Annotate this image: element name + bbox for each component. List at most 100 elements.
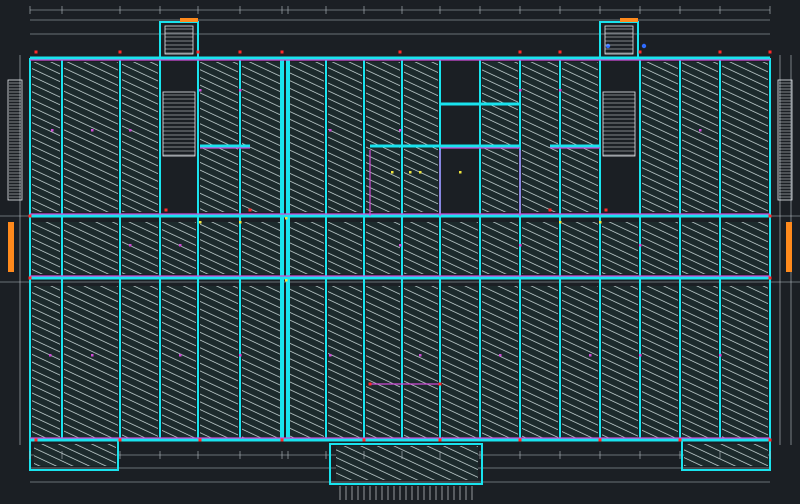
- room-tag: [519, 89, 522, 92]
- hatch-room: [684, 444, 768, 466]
- red-tick: [34, 438, 38, 442]
- red-tick: [238, 50, 242, 54]
- red-tick: [362, 438, 366, 442]
- annotation-marks: [8, 6, 792, 459]
- hatch-room: [242, 222, 280, 274]
- hatch-room: [482, 286, 518, 438]
- room-tag: [639, 354, 642, 357]
- room-tag: [239, 89, 242, 92]
- yellow-tick: [285, 279, 288, 282]
- slab-hatch-areas: [32, 62, 768, 480]
- hatch-room: [442, 286, 478, 438]
- red-tick: [598, 438, 602, 442]
- yellow-tick: [239, 221, 242, 224]
- red-tick: [28, 214, 32, 218]
- red-tick: [198, 438, 202, 442]
- hatch-room: [642, 222, 678, 274]
- red-tick: [118, 50, 122, 54]
- hatch-room: [242, 62, 280, 212]
- room-tag: [329, 129, 332, 132]
- hatch-room: [64, 222, 118, 274]
- red-tick: [196, 50, 200, 54]
- room-tag: [49, 354, 52, 357]
- hatch-room: [682, 222, 718, 274]
- red-tick: [34, 50, 38, 54]
- hatch-room: [200, 222, 238, 274]
- hatch-room: [722, 62, 768, 212]
- hatch-room: [290, 62, 324, 212]
- hatch-room: [122, 286, 158, 438]
- red-tick: [28, 276, 32, 280]
- red-tick: [768, 276, 772, 280]
- hatch-room: [34, 444, 116, 466]
- hatch-room: [122, 222, 158, 274]
- room-tag: [499, 354, 502, 357]
- room-tag: [419, 354, 422, 357]
- yellow-tick: [199, 221, 202, 224]
- red-tick: [604, 208, 608, 212]
- hatch-room: [290, 222, 324, 274]
- hatch-room: [562, 286, 598, 438]
- hatch-room: [200, 62, 238, 212]
- hatch-room: [682, 62, 718, 212]
- yellow-tick: [599, 221, 602, 224]
- red-tick: [438, 382, 442, 386]
- red-tick: [518, 50, 522, 54]
- room-tag: [91, 354, 94, 357]
- hatch-room: [522, 286, 558, 438]
- room-tag: [399, 129, 402, 132]
- yellow-tick: [459, 171, 462, 174]
- yellow-tick: [391, 171, 394, 174]
- red-tick: [368, 382, 372, 386]
- wall-line: [329, 443, 483, 485]
- hatch-room: [200, 286, 238, 438]
- marker: [8, 222, 14, 272]
- red-tick: [280, 438, 284, 442]
- magenta-partitions: [30, 59, 770, 439]
- hatch-room: [442, 222, 478, 274]
- yellow-tick: [559, 221, 562, 224]
- room-tag: [51, 129, 54, 132]
- room-tag: [329, 354, 332, 357]
- red-tick: [280, 50, 284, 54]
- room-tag: [399, 244, 402, 247]
- marker: [180, 18, 198, 22]
- vent-icon: [777, 79, 793, 201]
- hatch-room: [32, 62, 60, 212]
- hatch-room: [522, 222, 558, 274]
- room-tag: [519, 244, 522, 247]
- hatch-room: [32, 286, 60, 438]
- hatch-room: [482, 62, 518, 212]
- hatch-room: [562, 222, 598, 274]
- room-tag: [199, 89, 202, 92]
- red-tick: [548, 208, 552, 212]
- red-tick: [678, 438, 682, 442]
- hatch-room: [404, 222, 438, 274]
- blue-dot: [605, 43, 611, 49]
- red-tick: [164, 208, 168, 212]
- red-tick: [438, 438, 442, 442]
- room-tag: [91, 129, 94, 132]
- hatch-room: [522, 62, 558, 212]
- hatch-room: [404, 62, 438, 212]
- hatch-room: [562, 62, 598, 212]
- hatch-room: [602, 222, 638, 274]
- red-tick: [768, 50, 772, 54]
- hatch-room: [162, 222, 196, 274]
- hatch-room: [162, 286, 196, 438]
- red-tick: [768, 214, 772, 218]
- red-tick: [558, 50, 562, 54]
- yellow-tick: [409, 171, 412, 174]
- red-tick: [718, 50, 722, 54]
- hatch-room: [328, 62, 362, 212]
- hatch-room: [122, 62, 158, 212]
- vent-icon: [7, 79, 23, 201]
- marker: [620, 18, 638, 22]
- hatch-room: [32, 222, 60, 274]
- hatch-room: [722, 222, 768, 274]
- hatch-room: [602, 286, 638, 438]
- room-tag: [179, 244, 182, 247]
- hatch-room: [242, 286, 280, 438]
